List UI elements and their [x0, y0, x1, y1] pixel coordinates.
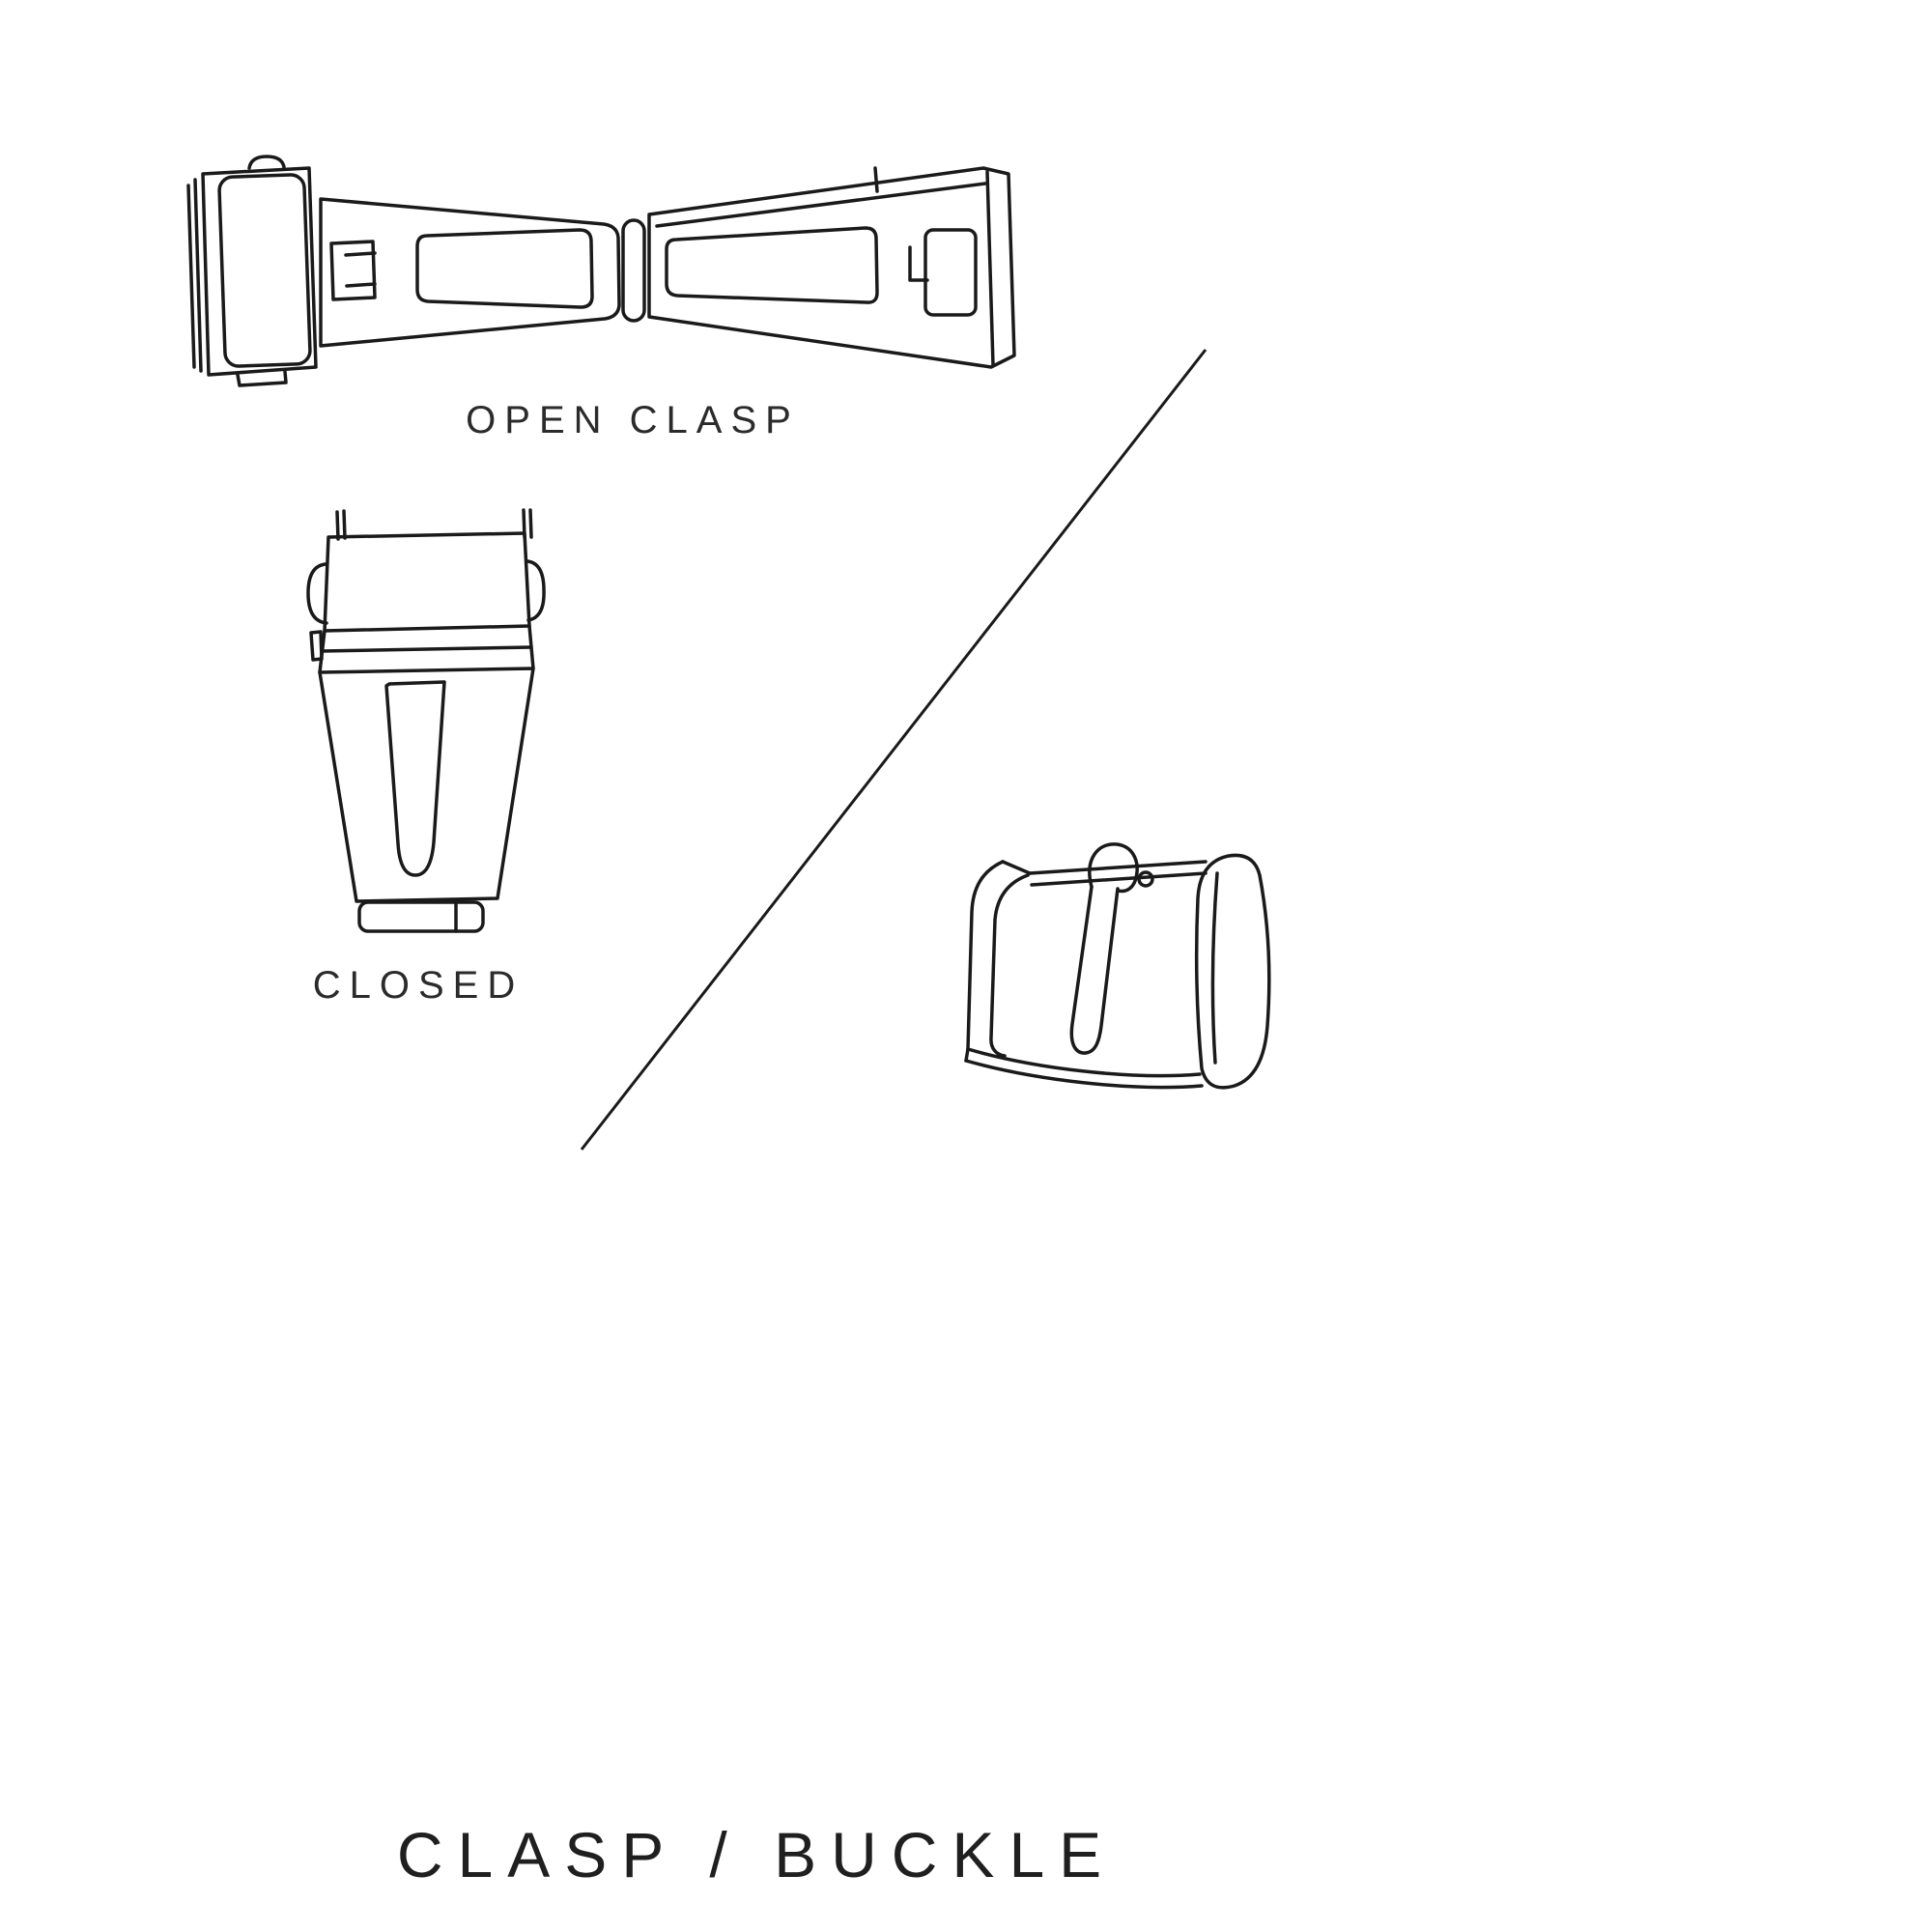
closed-clasp-illustration — [290, 502, 560, 947]
buckle-illustration — [947, 831, 1294, 1121]
diagram-title: CLASP / BUCKLE — [396, 1819, 1117, 1890]
closed-clasp-label: CLOSED — [312, 964, 525, 1007]
open-clasp-label: OPEN CLASP — [466, 399, 800, 441]
open-clasp-illustration — [174, 135, 1024, 406]
